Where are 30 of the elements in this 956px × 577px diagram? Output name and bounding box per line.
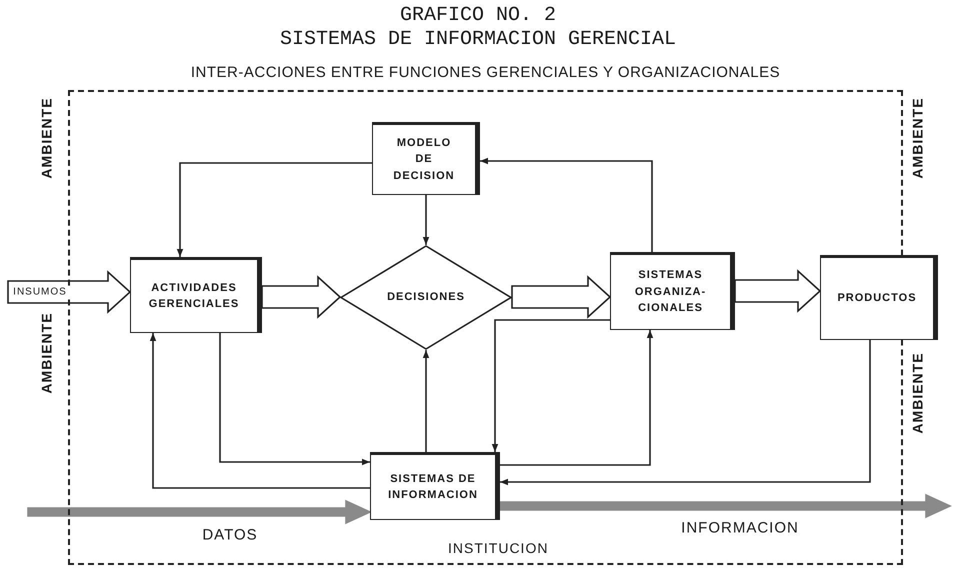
- figure-number: GRAFICO NO. 2: [398, 4, 558, 27]
- block-arrow: [499, 494, 952, 518]
- decision-diamond: [340, 245, 512, 350]
- block-arrow: [27, 500, 372, 524]
- boundary-label: INSTITUCION: [448, 540, 548, 556]
- arrow: [500, 330, 654, 466]
- process-box: [372, 122, 480, 195]
- node-label: PRODUCTOS: [837, 291, 917, 306]
- arrow: [176, 162, 372, 257]
- arrow: [422, 350, 430, 452]
- process-box: [820, 255, 938, 340]
- diagram-title: SISTEMAS DE INFORMACION GERENCIAL: [278, 28, 678, 51]
- node-label: DECISIONES: [387, 290, 465, 306]
- process-box: [370, 452, 500, 520]
- block-arrow: [734, 269, 822, 313]
- process-box: [130, 257, 262, 333]
- block-arrow: [511, 275, 612, 319]
- node-label: SISTEMAS ORGANIZA- CIONALES: [634, 268, 708, 316]
- arrow: [150, 333, 370, 489]
- process-box: [610, 252, 735, 330]
- arrow: [492, 319, 610, 452]
- arrow: [422, 195, 430, 245]
- block-arrow: [261, 275, 342, 319]
- arrow: [219, 333, 370, 466]
- boundary-heading: INTER-ACCIONES ENTRE FUNCIONES GERENCIALES Y ORGANIZACIONALES: [190, 64, 782, 81]
- node-label: MODELO DE DECISION: [392, 136, 456, 184]
- arrow: [500, 340, 871, 486]
- arrow: [480, 158, 653, 252]
- node-label: ACTIVIDADES GERENCIALES: [148, 280, 240, 312]
- node-label: SISTEMAS DE INFORMACION: [387, 472, 479, 503]
